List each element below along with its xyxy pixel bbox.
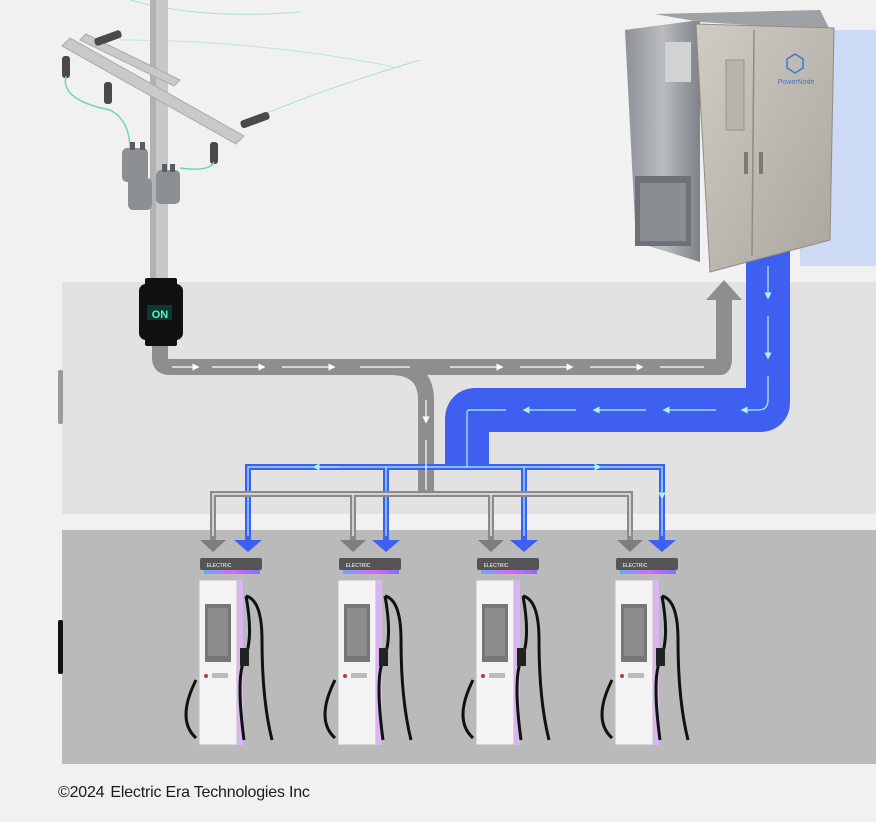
switch-status-label: ON: [152, 309, 169, 321]
copyright-company: Electric Era Technologies Inc: [110, 784, 310, 801]
grid-switch: ON: [139, 278, 183, 346]
charger-display-label: ELECTRIC: [207, 563, 232, 569]
charger-4: ELECTRIC: [600, 558, 690, 746]
left-edge-mark-gray: [58, 370, 63, 424]
cabinet-brand-label: PowerNode: [778, 79, 815, 86]
grid-up-arrow-head: [706, 280, 742, 300]
copyright-footer: ©2024 Electric Era Technologies Inc: [58, 784, 316, 802]
distribution-bus-cyan: [247, 409, 663, 536]
battery-flow-arrows: [312, 266, 772, 500]
charger-display-label: ELECTRIC: [623, 563, 648, 569]
charger-display-label: ELECTRIC: [346, 563, 371, 569]
left-edge-mark-black: [58, 620, 63, 674]
copyright-year: ©2024: [58, 784, 105, 801]
charger-feed-arrowheads: [200, 540, 676, 552]
utility-pole: [61, 0, 421, 290]
charger-1: ELECTRIC: [184, 558, 274, 746]
distribution-bus-white: [212, 493, 631, 536]
charger-2: ELECTRIC: [323, 558, 413, 746]
power-node-cabinet: PowerNode: [625, 10, 835, 273]
background-zone-dark: [62, 530, 876, 764]
charger-3: ELECTRIC: [461, 558, 551, 746]
grid-flow-arrows: [172, 363, 704, 490]
charger-display-label: ELECTRIC: [484, 563, 509, 569]
